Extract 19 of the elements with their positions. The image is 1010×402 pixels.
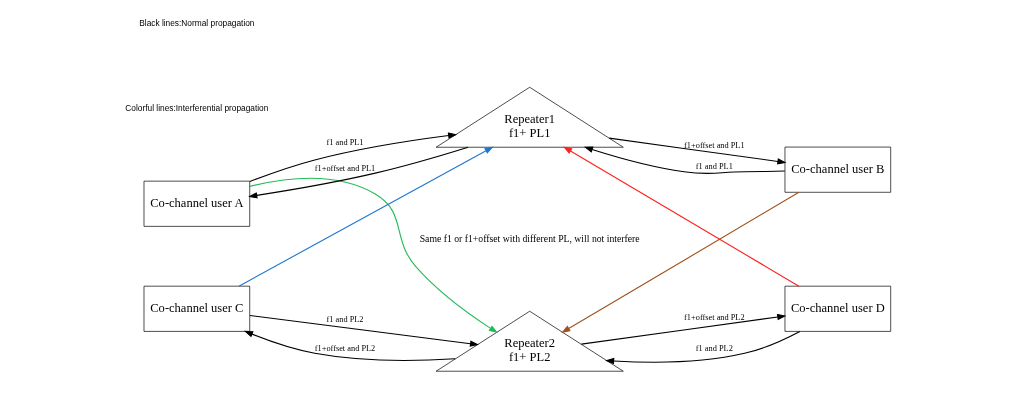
arrow <box>580 313 787 345</box>
arrow <box>249 131 458 182</box>
label: Same f1 or f1+offset with different PL, will not interfere <box>419 232 640 244</box>
node-box: Co-channel user A <box>143 180 251 227</box>
node-box: Co-channel user B <box>784 146 892 193</box>
arrow <box>238 146 494 287</box>
node-box: Co-channel user C <box>143 285 251 332</box>
arrow <box>243 330 456 361</box>
arrow <box>608 137 787 165</box>
arrow <box>562 146 800 287</box>
node-box: Co-channel user D <box>784 285 892 332</box>
arrow <box>561 191 800 333</box>
legend-label: Black lines:Normal propagation <box>139 17 255 28</box>
arrow <box>605 330 801 364</box>
arrow <box>583 146 786 174</box>
legend-label: Colorful lines:Interferential propagation <box>125 102 269 113</box>
arrow <box>249 314 480 347</box>
arrow <box>249 177 498 333</box>
arrow <box>248 146 469 198</box>
